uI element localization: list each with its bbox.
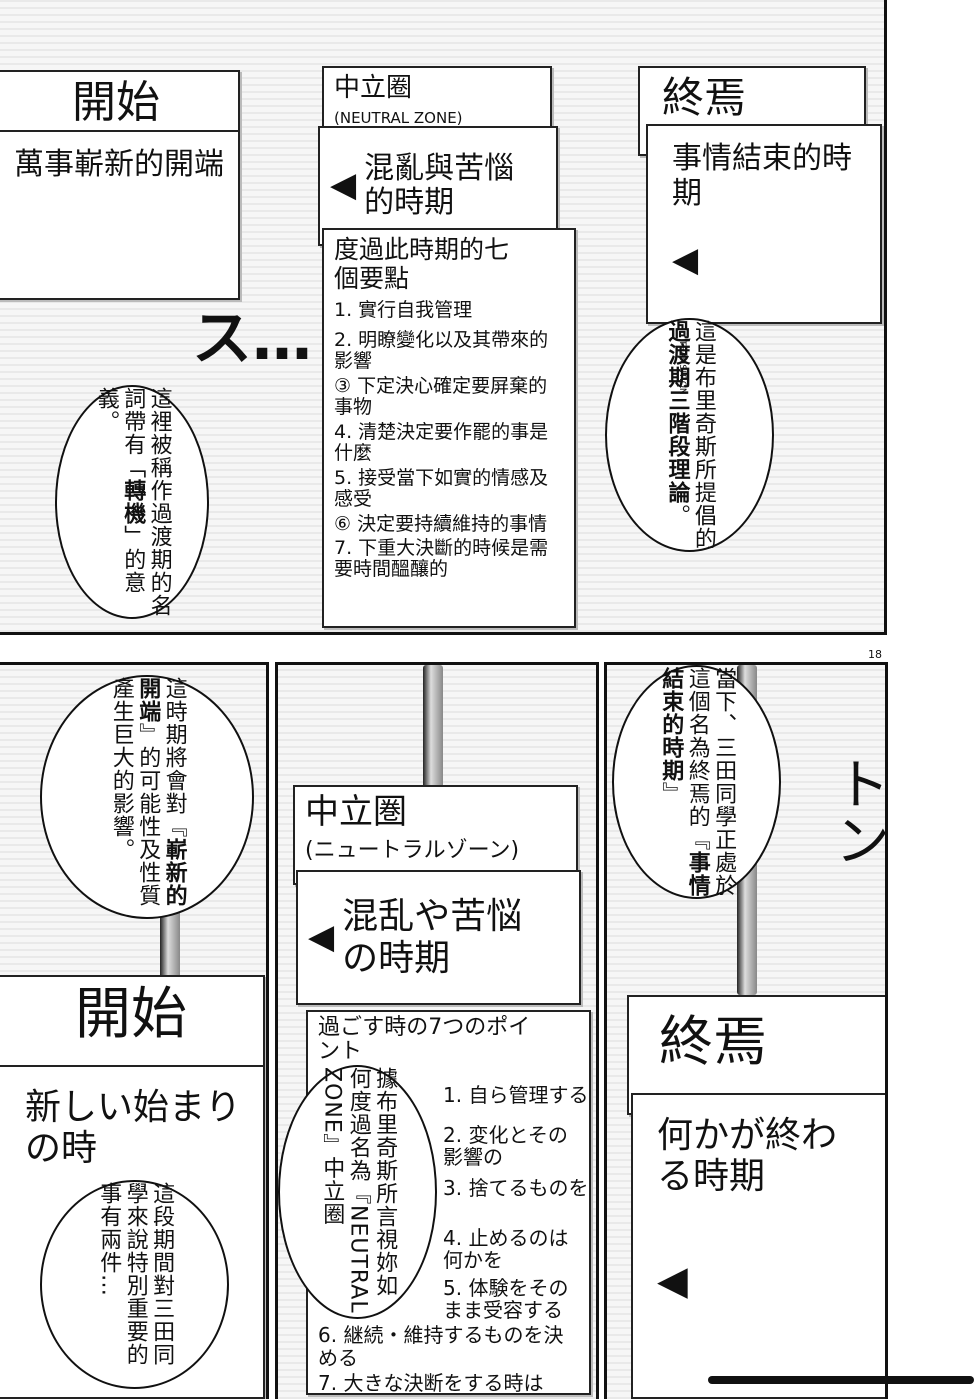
card-body: 萬事嶄新的開端	[14, 147, 224, 182]
bubble-text: 當下、三田同學正處於這個名為終焉的『事情結束的時期』	[658, 667, 737, 897]
start-card: 萬事嶄新的開端	[0, 130, 240, 300]
card-title: 中立圈	[334, 73, 413, 103]
speech-bubble: 這段期間對三田同學來說特別重要的事有兩件…	[40, 1180, 229, 1389]
bubble-text: 據布里奇斯所言視妳如何度過名為『NEUTRAL ZONE』中立圈	[319, 1067, 398, 1314]
bubble-text: 這是布里奇斯所提倡的過渡期三階段理論。	[664, 320, 716, 550]
card-subtitle: (ニュートラルゾーン)	[305, 838, 520, 864]
bottom-right-panel: トン 終焉 何かが終わる時期 ◀ 當下、三田同學正處於這個名為終焉的『事情結束的…	[604, 662, 888, 1399]
list-item: 5. 体験をそのまま受容する	[443, 1276, 569, 1322]
card-body: 事情結束的時期	[672, 141, 852, 211]
bubble-text: 這段期間對三田同學來說特別重要的事有兩件…	[96, 1182, 175, 1366]
ruby-text: TRANSITION	[677, 340, 687, 395]
list-item: ③ 下定決心確定要屏棄的事物	[334, 375, 548, 419]
top-panel: 開始 萬事嶄新的開端 中立圈 (NEUTRAL ZONE) ◀ 混亂與苦惱的時期…	[0, 0, 887, 635]
sound-effect: ス…	[192, 304, 312, 374]
list-item: 7. 大きな決断をする時は	[318, 1371, 544, 1395]
list-item: ⑥ 決定要持續維持的事情	[334, 512, 548, 535]
speech-bubble-left: 這裡被稱作過渡期的名詞帶有「轉機」的意義。	[55, 385, 209, 619]
list-item: 4. 止めるのは何かを	[443, 1226, 569, 1272]
list-item: 5. 接受當下如實的情感及感受	[334, 466, 549, 510]
left-arrow-icon: ◀	[308, 916, 335, 957]
speech-bubble-right: 這是布里奇斯所提倡的過渡期三階段理論。 TRANSITION	[605, 318, 774, 552]
list-item: 1. 實行自我管理	[334, 298, 473, 321]
card-title: 中立圏	[305, 792, 407, 832]
card-body: 混乱や苦悩の時期	[342, 896, 523, 979]
card-title: 過ごす時の7つのポイント	[318, 1015, 531, 1065]
points-card: 過ごす時の7つのポイント 1. 自ら管理する 2. 変化とその影響の 3. 捨て…	[306, 1010, 591, 1395]
card-body: 何かが終わる時期	[657, 1115, 838, 1198]
sound-effect: トン	[825, 755, 888, 867]
end-card: 事情結束的時期 ◀	[646, 124, 882, 324]
bottom-left-panel: 開始 新しい始まりの時 這時期將會對『嶄新的開端』的可能性及性質產生巨大的影響。…	[0, 662, 269, 1399]
neutral-card-title: 中立圏 (ニュートラルゾーン)	[293, 785, 578, 885]
list-item: 1. 自ら管理する	[443, 1083, 589, 1107]
card-title: 終焉	[659, 1010, 767, 1073]
list-item: 7. 下重大決斷的時候是需要時間醞釀的	[334, 537, 549, 581]
card-title: 終焉	[662, 73, 747, 122]
card-title: 度過此時期的七個要點	[334, 235, 510, 293]
bubble-text: 這裡被稱作過渡期的名詞帶有「轉機」的意義。	[93, 387, 172, 617]
left-arrow-icon: ◀	[330, 165, 357, 206]
points-card: 度過此時期的七個要點 1. 實行自我管理 2. 明瞭變化以及其帶來的影響 ③ 下…	[322, 228, 576, 628]
end-card: 何かが終わる時期 ◀	[631, 1093, 885, 1399]
neutral-card: ◀ 混亂與苦惱的時期	[318, 126, 558, 246]
bubble-text: 這時期將會對『嶄新的開端』的可能性及性質產生巨大的影響。	[108, 677, 187, 907]
list-item: 4. 清楚決定要作罷的事是什麼	[334, 420, 549, 464]
card-title: 開始	[72, 77, 160, 128]
card-title: 開始	[75, 982, 187, 1047]
speech-bubble: 這時期將會對『嶄新的開端』的可能性及性質產生巨大的影響。	[40, 675, 254, 919]
neutral-card: ◀ 混乱や苦悩の時期	[296, 870, 581, 1005]
list-item: 2. 変化とその影響の	[443, 1123, 568, 1169]
card-body: 混亂與苦惱的時期	[364, 150, 515, 220]
list-item: 6. 継続・維持するものを決める	[318, 1323, 564, 1370]
list-item: 2. 明瞭變化以及其帶來的影響	[334, 329, 549, 373]
bottom-middle-panel: 中立圏 (ニュートラルゾーン) ◀ 混乱や苦悩の時期 過ごす時の7つのポイント …	[275, 662, 599, 1399]
speech-bubble: 當下、三田同學正處於這個名為終焉的『事情結束的時期』	[612, 665, 781, 899]
card-body: 新しい始まりの時	[25, 1087, 242, 1170]
card-subtitle: (NEUTRAL ZONE)	[334, 108, 463, 127]
scrollbar[interactable]	[708, 1376, 974, 1384]
list-item: 3. 捨てるものを	[443, 1176, 589, 1200]
pen	[423, 665, 443, 815]
left-arrow-icon: ◀	[657, 1257, 688, 1304]
page-number: 18	[868, 648, 882, 661]
speech-bubble: 據布里奇斯所言視妳如何度過名為『NEUTRAL ZONE』中立圈	[278, 1065, 437, 1319]
left-arrow-icon: ◀	[672, 240, 699, 280]
